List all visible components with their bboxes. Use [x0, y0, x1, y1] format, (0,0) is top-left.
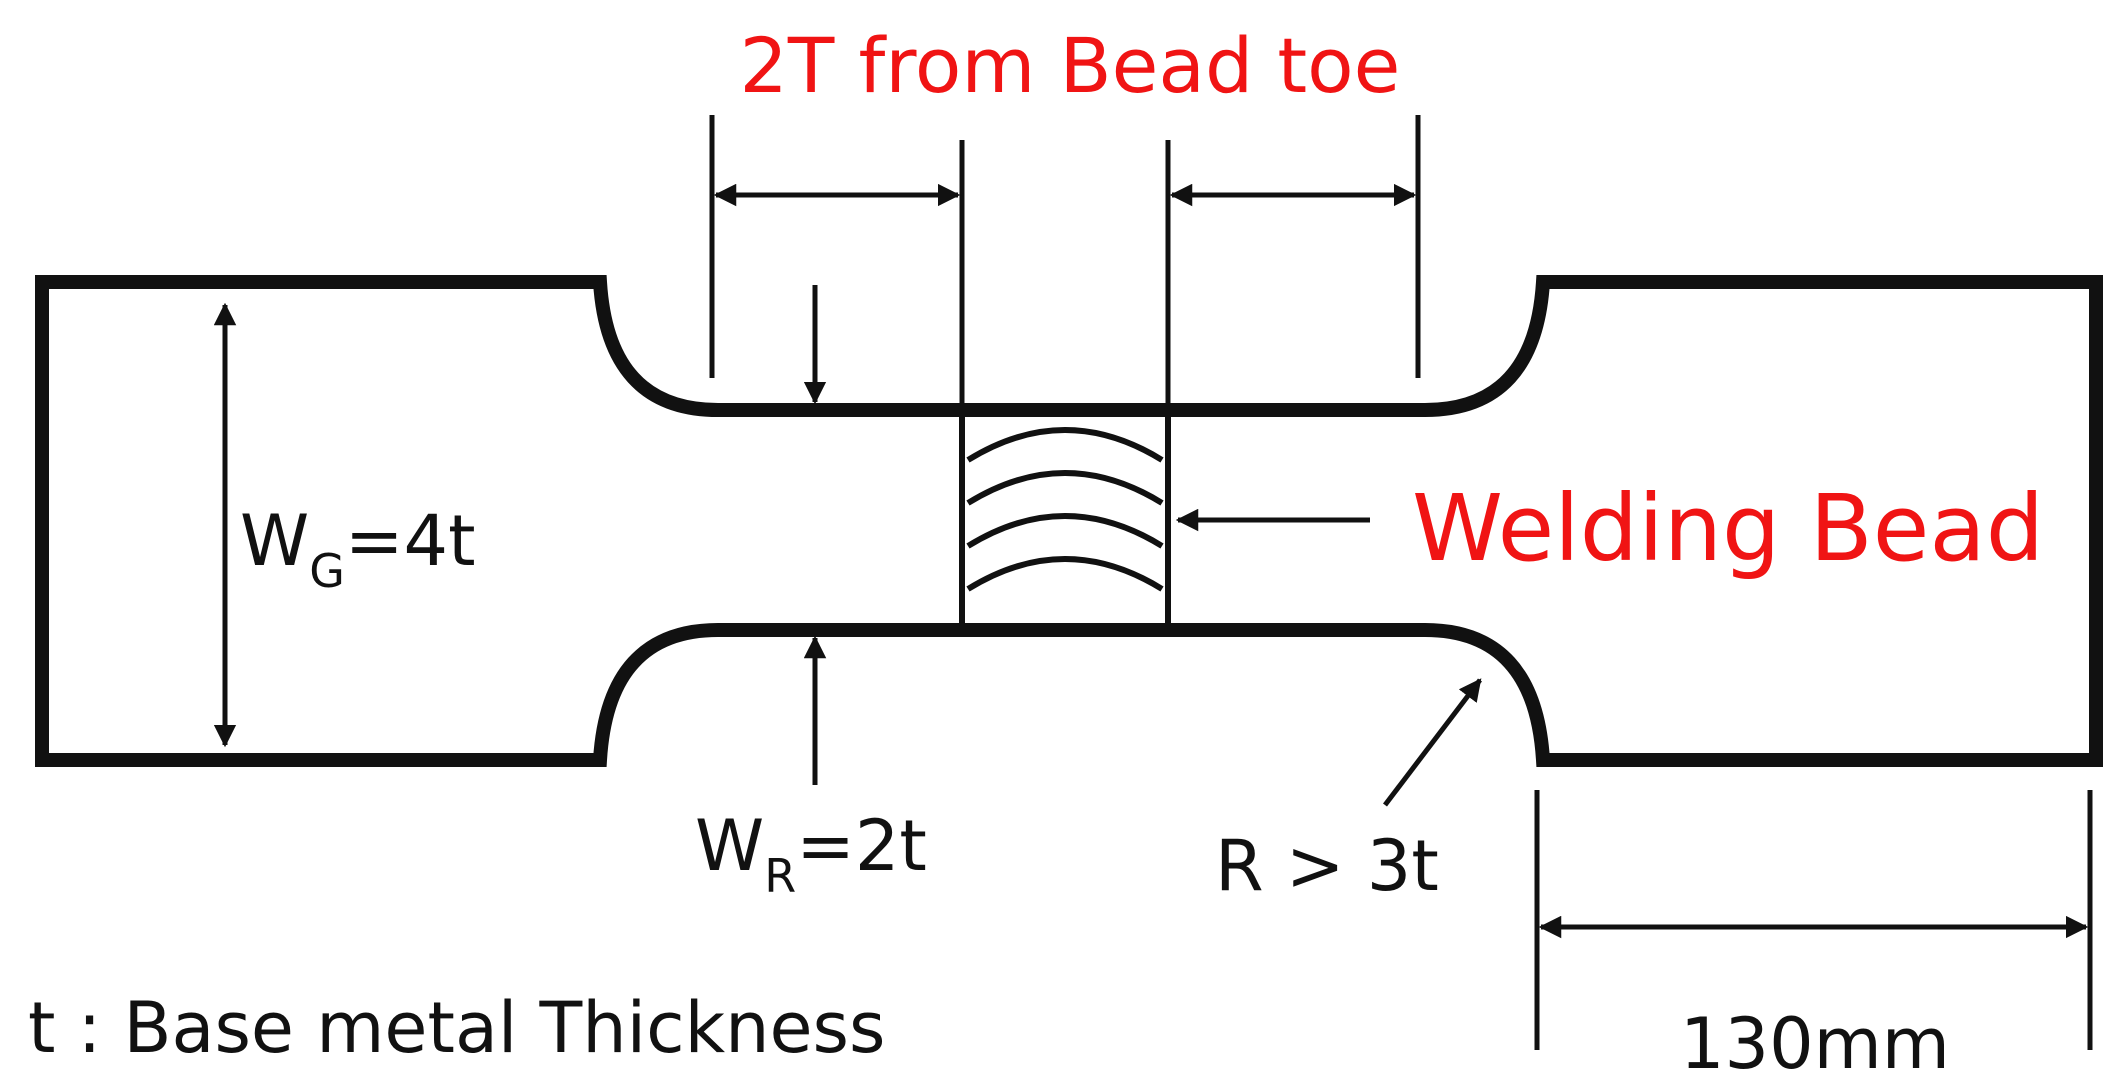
radius-pointer — [1383, 678, 1482, 807]
reduced-width-label: WR=2t — [695, 805, 927, 903]
gauge-width-symbol: W — [240, 500, 309, 582]
reduced-width-subscript: R — [764, 849, 796, 903]
top-dimension-label: 2T from Bead toe — [740, 21, 1401, 110]
welding-bead — [959, 410, 1171, 630]
gauge-width-label: WG=4t — [240, 500, 476, 598]
top-extension-lines — [709, 115, 1421, 410]
welding-bead-label: Welding Bead — [1412, 475, 2044, 582]
thickness-legend: t : Base metal Thickness — [28, 987, 886, 1069]
grip-length-label: 130mm — [1680, 1003, 1950, 1085]
gauge-width-value: =4t — [345, 500, 476, 582]
grip-extension-lines — [1534, 790, 2093, 1050]
radius-label: R > 3t — [1215, 825, 1439, 907]
gauge-width-subscript: G — [309, 544, 345, 598]
reduced-width-symbol: W — [695, 805, 764, 887]
reduced-width-value: =2t — [796, 805, 927, 887]
specimen-outline — [35, 275, 2103, 767]
